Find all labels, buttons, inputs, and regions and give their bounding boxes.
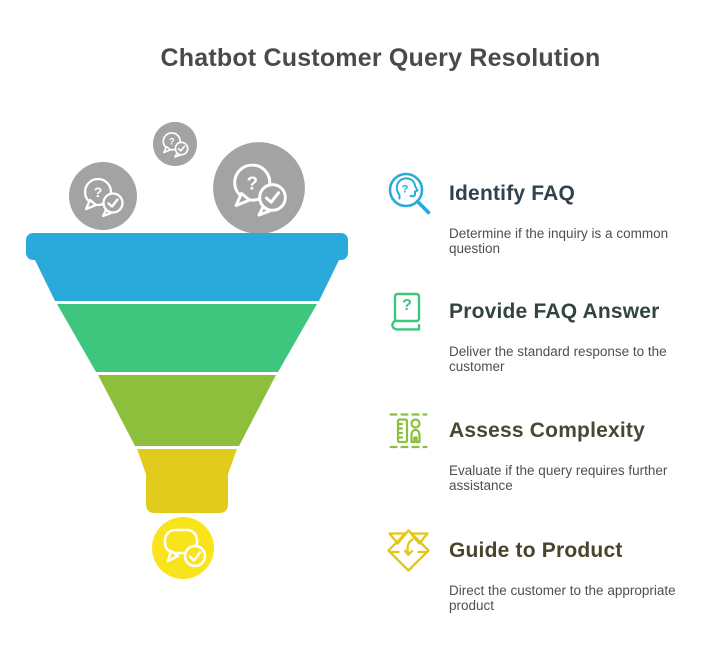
step-guide-to-product: Guide to Product Direct the customer to … <box>385 527 717 613</box>
funnel-stage-2 <box>57 304 317 372</box>
step-title: Provide FAQ Answer <box>449 299 660 323</box>
funnel-stage-3 <box>98 375 276 446</box>
step-description: Evaluate if the query requires further a… <box>449 463 668 493</box>
step-description: Deliver the standard response to the cus… <box>449 344 667 374</box>
step-title: Identify FAQ <box>449 181 576 205</box>
funnel-stage-4-spout <box>137 449 237 513</box>
question-glyph: ? <box>402 184 409 196</box>
step-title: Assess Complexity <box>449 418 645 442</box>
step-identify-faq: ? Identify FAQ Determine if the inquiry … <box>385 170 717 256</box>
question-glyph: ? <box>402 297 412 314</box>
question-glyph: ? <box>246 173 258 194</box>
funnel-stage-1 <box>26 233 348 301</box>
step-description: Determine if the inquiry is a common que… <box>449 226 669 256</box>
chat-question-bubble-medium: ? <box>69 162 137 230</box>
chat-question-bubble-large: ? <box>213 142 305 234</box>
page-title: Chatbot Customer Query Resolution <box>160 44 601 72</box>
magnifier-head-question-icon: ? <box>388 172 431 215</box>
question-glyph: ? <box>169 137 175 147</box>
book-question-icon: ? <box>391 292 421 331</box>
ruler-person-icon <box>389 413 428 449</box>
step-assess-complexity: Assess Complexity Evaluate if the query … <box>385 407 717 493</box>
step-description: Direct the customer to the appropriate p… <box>449 583 676 613</box>
resolved-chat-drop <box>152 517 214 579</box>
step-provide-faq-answer: ? Provide FAQ Answer Deliver the standar… <box>385 288 717 374</box>
funnel-arrow-icon <box>387 529 430 572</box>
question-glyph: ? <box>94 184 103 200</box>
step-title: Guide to Product <box>449 538 623 562</box>
chat-question-bubble-small: ? <box>152 121 198 167</box>
